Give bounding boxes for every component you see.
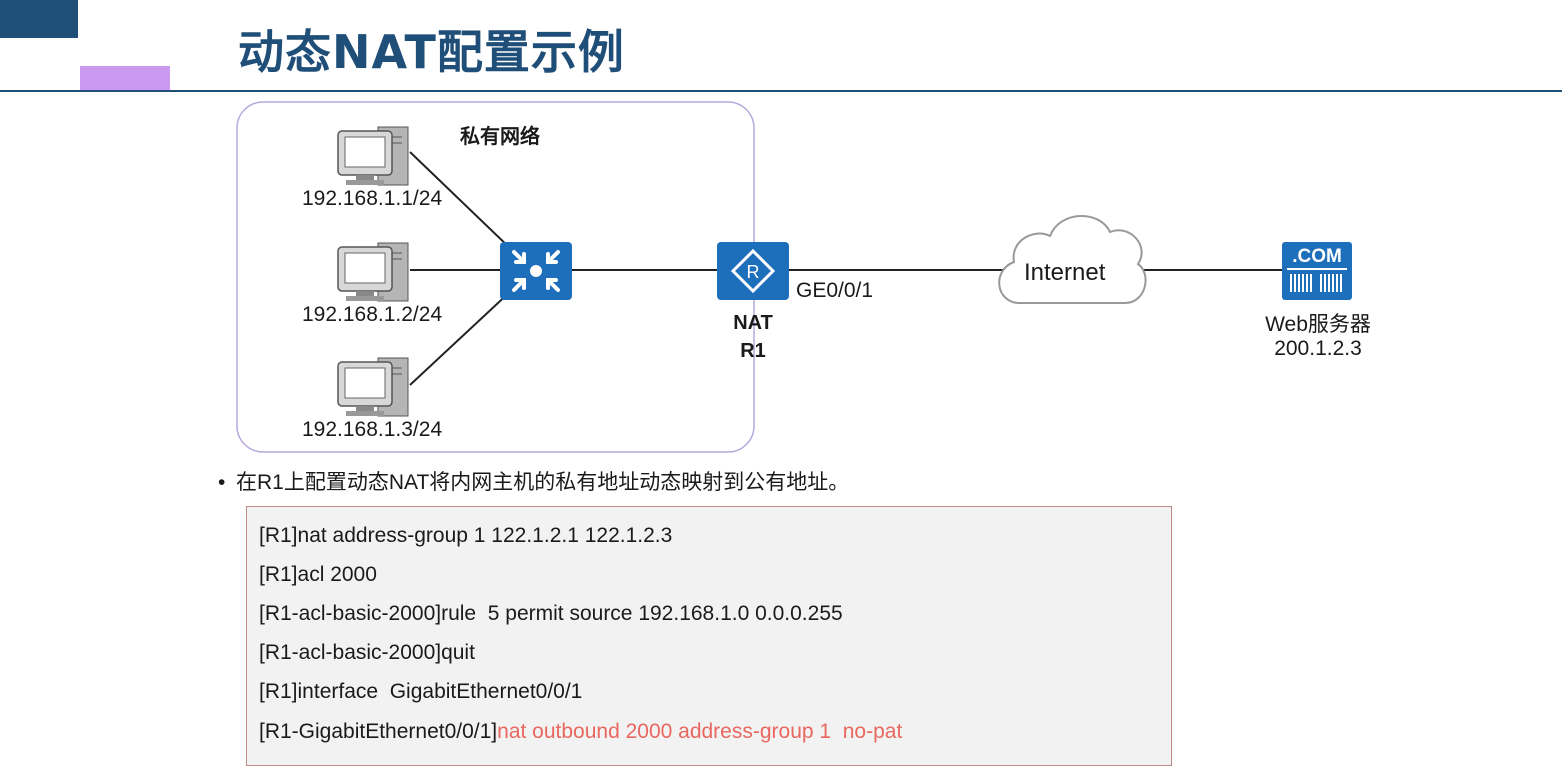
- switch-icon: [500, 242, 572, 300]
- corner-accent-blue: [0, 0, 78, 38]
- bullet-point: • 在R1上配置动态NAT将内网主机的私有地址动态映射到公有地址。: [218, 466, 849, 496]
- router-symbol: R: [747, 262, 760, 282]
- corner-accent-purple: [80, 66, 170, 90]
- command-line: [R1]interface GigabitEthernet0/0/1: [259, 680, 582, 704]
- internet-cloud-icon: [998, 215, 1147, 304]
- web-server-icon: .COM: [1282, 242, 1352, 300]
- host3-ip-label: 192.168.1.3/24: [302, 418, 443, 441]
- network-links: [409, 151, 1282, 386]
- router-icon: R: [717, 242, 789, 300]
- bullet-text: 在R1上配置动态NAT将内网主机的私有地址动态映射到公有地址。: [236, 471, 850, 494]
- pc-icon: [337, 126, 409, 186]
- command-line: [R1]acl 2000: [259, 563, 377, 587]
- private-network-boundary: [236, 101, 755, 453]
- command-text: [R1-GigabitEthernet0/0/1]: [259, 720, 498, 743]
- private-network-label: 私有网络: [460, 126, 540, 148]
- slide-title: 动态NAT配置示例: [238, 25, 625, 79]
- link-host1-switch: [409, 151, 513, 251]
- server-badge: .COM: [1292, 246, 1342, 267]
- bullet-symbol: •: [218, 471, 226, 494]
- server-name-label: Web服务器: [1265, 313, 1371, 336]
- server-ip-label: 200.1.2.3: [1274, 337, 1362, 360]
- command-text: [R1-acl-basic-2000]rule 5 permit source …: [259, 602, 843, 625]
- link-host3-switch: [409, 289, 513, 386]
- interface-label: GE0/0/1: [796, 279, 874, 302]
- pc-icon: [337, 357, 409, 417]
- command-highlight: nat outbound 2000 address-group 1 no-pat: [497, 720, 903, 743]
- title-divider: [0, 90, 1562, 92]
- router-name-label: R1: [740, 340, 766, 362]
- router-role-label: NAT: [733, 312, 773, 334]
- command-box: [R1]nat address-group 1 122.1.2.1 122.1.…: [246, 506, 1172, 766]
- command-text: [R1]acl 2000: [259, 563, 377, 586]
- command-line: [R1-GigabitEthernet0/0/1]nat outbound 20…: [259, 720, 902, 744]
- pc-icon: [337, 242, 409, 302]
- command-line: [R1-acl-basic-2000]rule 5 permit source …: [259, 602, 843, 626]
- internet-label: Internet: [1024, 259, 1106, 286]
- command-line: [R1-acl-basic-2000]quit: [259, 641, 475, 665]
- host2-ip-label: 192.168.1.2/24: [302, 303, 443, 326]
- command-text: [R1-acl-basic-2000]quit: [259, 641, 475, 664]
- command-text: [R1]interface GigabitEthernet0/0/1: [259, 680, 583, 703]
- command-text: [R1]nat address-group 1 122.1.2.1 122.1.…: [259, 524, 673, 547]
- command-line: [R1]nat address-group 1 122.1.2.1 122.1.…: [259, 524, 672, 548]
- host1-ip-label: 192.168.1.1/24: [302, 187, 443, 210]
